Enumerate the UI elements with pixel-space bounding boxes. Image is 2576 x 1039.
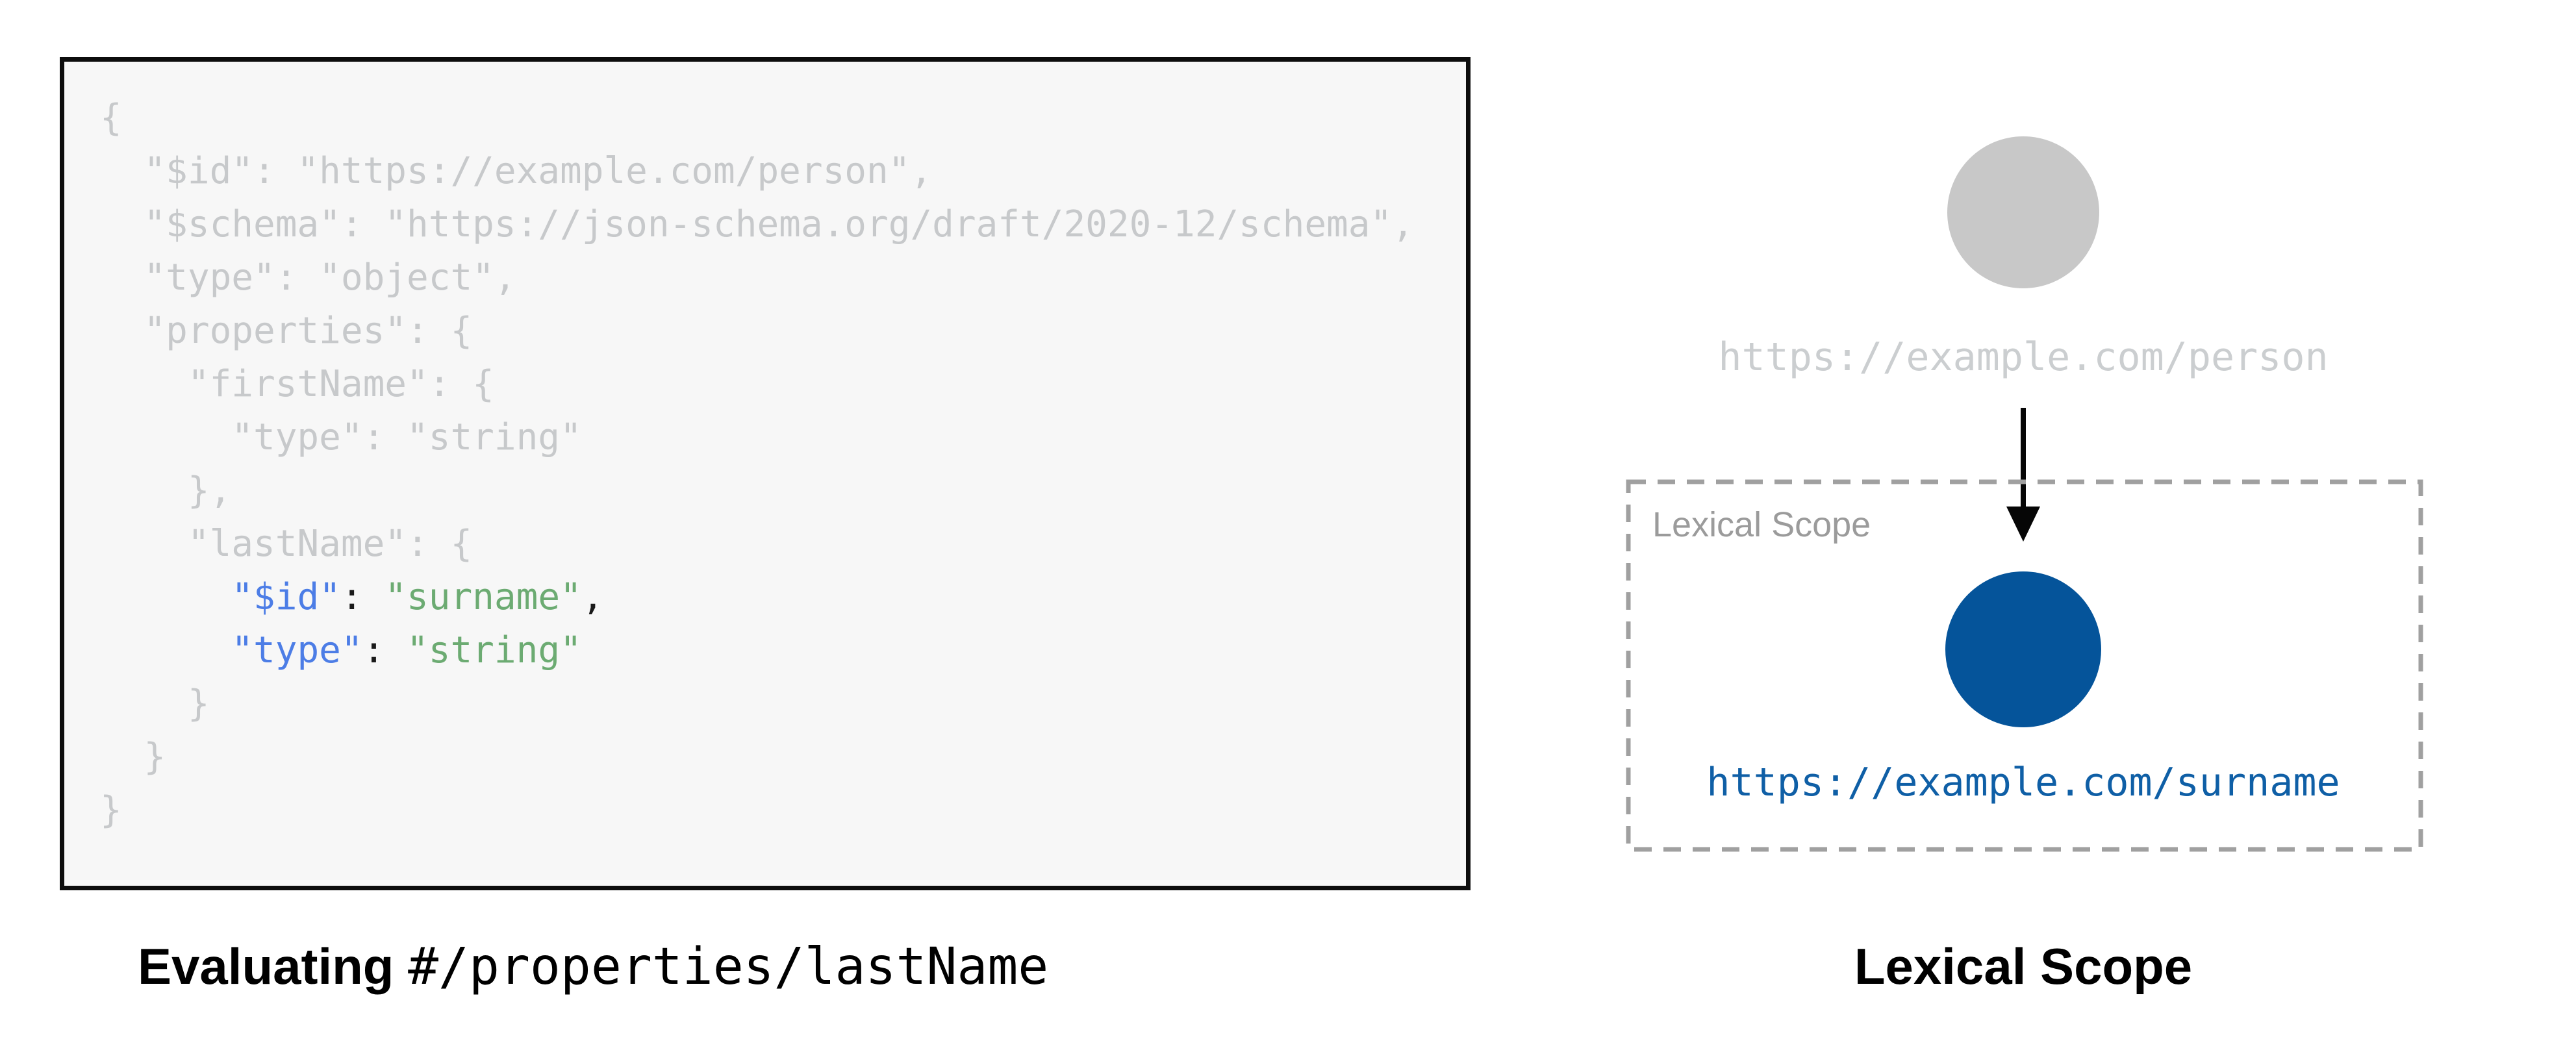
code-segment: , (581, 576, 604, 618)
scope-box-label: Lexical Scope (1652, 505, 1871, 544)
arrow-down-icon (2021, 408, 2026, 512)
json-code-panel: { "$id": "https://example.com/person", "… (60, 57, 1471, 890)
code-line: "$id": "surname", (100, 571, 1414, 624)
code-segment: } (100, 736, 166, 778)
code-line: }, (100, 464, 1414, 518)
code-line: } (100, 677, 1414, 731)
code-line: } (100, 731, 1414, 784)
code-segment: "$id": "https://example.com/person", (100, 150, 933, 192)
code-segment: } (100, 682, 210, 725)
code-line: "lastName": { (100, 518, 1414, 571)
left-caption: Evaluating #/properties/lastName (138, 940, 1048, 1007)
person-node-label: https://example.com/person (1718, 334, 2329, 380)
code-segment: }, (100, 469, 232, 512)
code-lines: { "$id": "https://example.com/person", "… (100, 92, 1414, 837)
code-segment: { (100, 97, 122, 139)
code-line: } (100, 784, 1414, 837)
code-segment: "$id" (231, 576, 341, 618)
code-segment: "type" (231, 629, 363, 671)
surname-node-label: https://example.com/surname (1706, 760, 2340, 805)
code-segment (100, 629, 231, 671)
code-line: "$id": "https://example.com/person", (100, 145, 1414, 198)
left-caption-pointer: #/properties/lastName (408, 938, 1049, 996)
code-segment: "type": "object", (100, 257, 516, 299)
code-line: "type": "string" (100, 624, 1414, 677)
code-segment: "lastName": { (100, 523, 473, 565)
code-line: "$schema": "https://json-schema.org/draf… (100, 198, 1414, 251)
code-segment: } (100, 789, 122, 831)
code-segment: : (340, 576, 385, 618)
code-segment: "type": "string" (100, 416, 582, 458)
code-line: "firstName": { (100, 358, 1414, 411)
left-caption-bold: Evaluating (138, 938, 409, 995)
code-line: "properties": { (100, 305, 1414, 358)
code-segment: "$schema": "https://json-schema.org/draf… (100, 203, 1414, 245)
code-segment: "surname" (385, 576, 582, 618)
surname-node-circle (1945, 571, 2101, 727)
code-line: "type": "string" (100, 411, 1414, 464)
code-segment (100, 576, 231, 618)
code-segment: "string" (407, 629, 582, 671)
code-segment: "firstName": { (100, 363, 494, 405)
lexical-scope-box (1626, 479, 2423, 852)
code-segment: : (362, 629, 407, 671)
code-line: "type": "object", (100, 251, 1414, 305)
code-segment: "properties": { (100, 310, 473, 352)
arrow-down-head-icon (2006, 507, 2040, 542)
right-caption: Lexical Scope (1854, 938, 2193, 995)
person-node-circle (1947, 136, 2099, 288)
code-line: { (100, 92, 1414, 145)
